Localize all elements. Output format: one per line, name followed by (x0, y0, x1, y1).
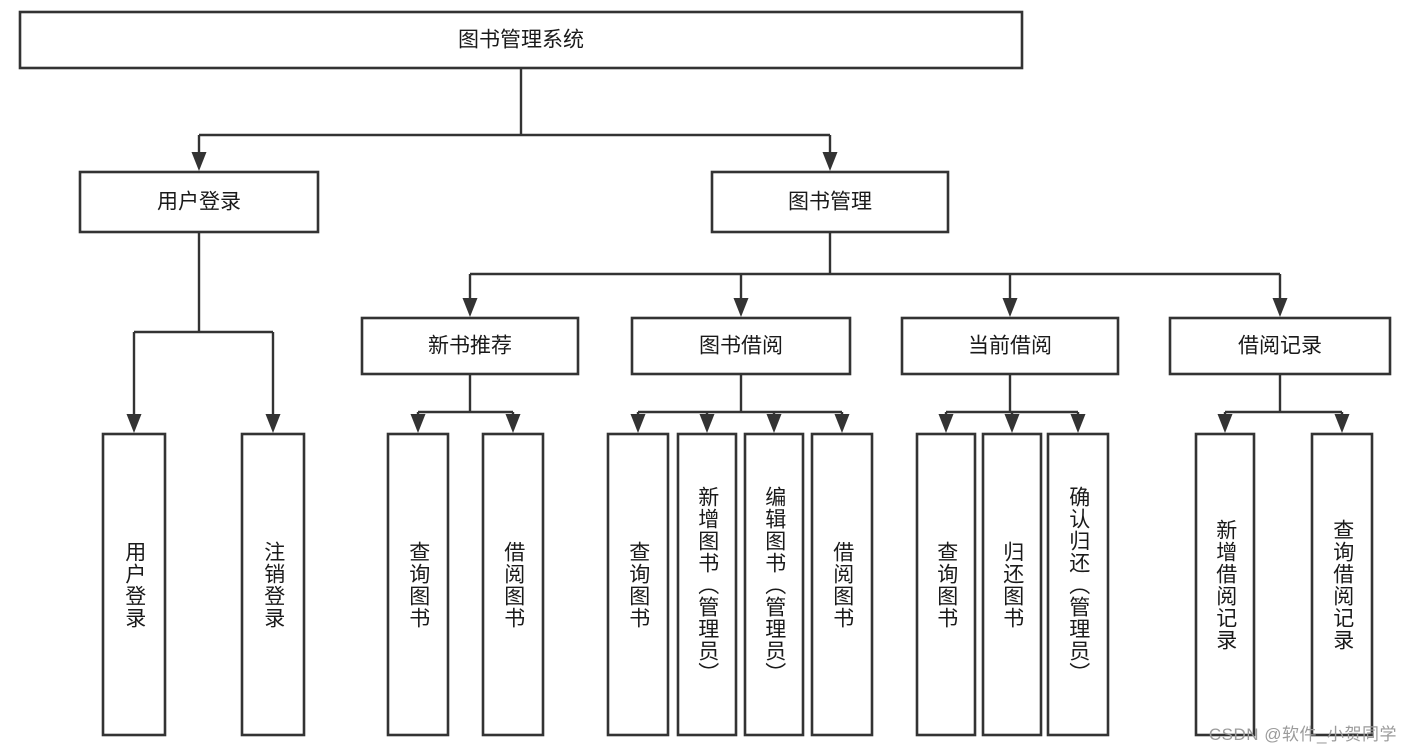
arrow-head-icon (1070, 414, 1086, 433)
arrow-head-icon (834, 414, 850, 433)
node-label-root: 图书管理系统 (458, 29, 584, 52)
arrow-head-icon (938, 414, 954, 433)
node-borrow-record[interactable] (1168, 316, 1392, 376)
node-leaf-query-book-1[interactable] (386, 432, 450, 737)
node-book-borrow[interactable] (630, 316, 852, 376)
node-book-manage[interactable] (710, 170, 950, 234)
arrow-head-icon (630, 414, 646, 433)
node-label-user-login: 用户登录 (157, 191, 241, 214)
arrow-head-icon (822, 152, 838, 171)
arrow-head-icon (505, 414, 521, 433)
node-leaf-borrow-book-2[interactable] (810, 432, 874, 737)
node-leaf-query-book-2[interactable] (606, 432, 670, 737)
node-label-book-borrow: 图书借阅 (699, 335, 783, 358)
arrow-head-icon (1004, 414, 1020, 433)
arrow-head-icon (766, 414, 782, 433)
nodes-layer (18, 10, 1392, 737)
arrow-head-icon (462, 298, 478, 317)
node-root[interactable] (18, 10, 1024, 70)
node-new-book-rec[interactable] (360, 316, 580, 376)
node-label-current-borrow: 当前借阅 (968, 335, 1052, 358)
node-leaf-return-book[interactable] (981, 432, 1043, 737)
arrow-head-icon (1272, 298, 1288, 317)
node-leaf-query-record[interactable] (1310, 432, 1374, 737)
node-leaf-add-record[interactable] (1194, 432, 1256, 737)
node-leaf-user-login[interactable] (101, 432, 167, 737)
node-label-borrow-record: 借阅记录 (1238, 335, 1322, 358)
node-leaf-add-book[interactable] (676, 432, 738, 737)
node-leaf-borrow-book-1[interactable] (481, 432, 545, 737)
arrow-head-icon (1217, 414, 1233, 433)
arrow-head-icon (265, 414, 281, 433)
node-user-login[interactable] (78, 170, 320, 234)
arrow-head-icon (733, 298, 749, 317)
node-leaf-user-logout[interactable] (240, 432, 306, 737)
arrow-head-icon (410, 414, 426, 433)
node-leaf-confirm-return[interactable] (1046, 432, 1110, 737)
node-leaf-edit-book[interactable] (743, 432, 805, 737)
node-leaf-query-book-3[interactable] (915, 432, 977, 737)
node-label-new-book-rec: 新书推荐 (428, 335, 512, 358)
arrow-head-icon (699, 414, 715, 433)
node-label-book-manage: 图书管理 (788, 191, 872, 214)
watermark-text: CSDN @软件_小贺同学 (1208, 725, 1397, 744)
arrow-head-icon (126, 414, 142, 433)
node-current-borrow[interactable] (900, 316, 1120, 376)
arrow-head-icon (191, 152, 207, 171)
arrow-head-icon (1002, 298, 1018, 317)
arrow-head-icon (1334, 414, 1350, 433)
edges-layer (126, 68, 1350, 433)
